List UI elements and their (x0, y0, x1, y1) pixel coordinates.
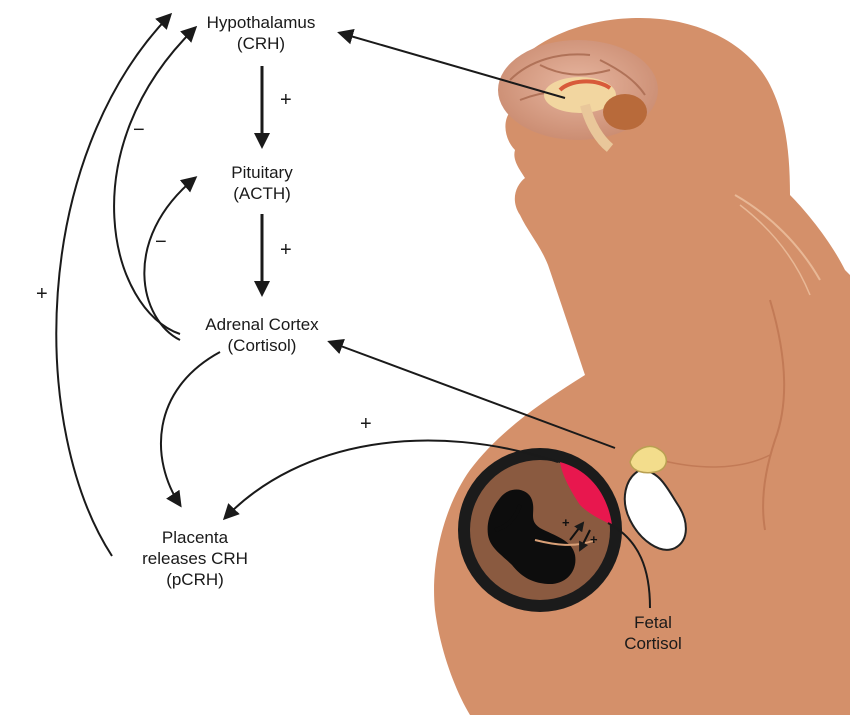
placenta-hormone: (pCRH) (120, 569, 270, 590)
adrenal-cortex-name: Adrenal Cortex (186, 314, 338, 335)
sign-placenta-to-hypothalamus: + (36, 284, 48, 304)
placenta-label: Placenta releases CRH (pCRH) (120, 527, 270, 590)
pituitary-label: Pituitary (ACTH) (200, 162, 324, 204)
arrow-adrenal-to-placenta (161, 352, 220, 505)
arrow-adrenal-to-hypothalamus (114, 28, 195, 334)
placenta-action: releases CRH (120, 548, 270, 569)
hypothalamus-hormone: (CRH) (186, 33, 336, 54)
hypothalamus-name: Hypothalamus (186, 12, 336, 33)
sign-hypothalamus-to-pituitary: + (280, 90, 292, 110)
fetal-cortisol-line2: Cortisol (603, 633, 703, 654)
pituitary-hormone: (ACTH) (200, 183, 324, 204)
sign-adrenal-to-pituitary: − (155, 232, 167, 252)
sign-adrenal-to-hypothalamus: − (133, 120, 145, 140)
placenta-name: Placenta (120, 527, 270, 548)
uterus-illustration (458, 448, 622, 612)
sign-fetal-inner-b: + (590, 533, 598, 546)
adrenal-cortex-hormone: (Cortisol) (186, 335, 338, 356)
fetal-cortisol-label: Fetal Cortisol (603, 612, 703, 654)
adrenal-cortex-label: Adrenal Cortex (Cortisol) (186, 314, 338, 356)
fetal-cortisol-line1: Fetal (603, 612, 703, 633)
pituitary-name: Pituitary (200, 162, 324, 183)
sign-fetal-inner-a: + (562, 516, 570, 529)
arrow-placenta-to-hypothalamus (56, 15, 170, 556)
sign-fetal-to-placenta: + (360, 414, 372, 434)
sign-pituitary-to-adrenal: + (280, 240, 292, 260)
hypothalamus-label: Hypothalamus (CRH) (186, 12, 336, 54)
